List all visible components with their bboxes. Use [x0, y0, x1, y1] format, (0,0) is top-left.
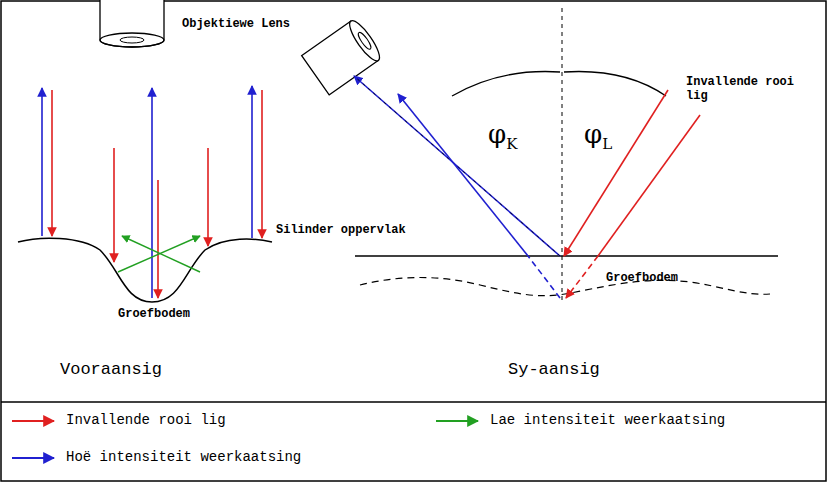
surface-label: Silinder oppervlak — [276, 224, 406, 238]
legend-swatch — [12, 457, 54, 459]
groove-label: Groefbodem — [118, 308, 190, 322]
view-title: Sy-aansig — [508, 360, 600, 380]
legend-swatch — [436, 420, 478, 422]
groove-label: Groefbodem — [606, 272, 678, 286]
lens-label: Objektiewe Lens — [182, 18, 290, 32]
legend-text: Hoë intensiteit weerkaatsing — [66, 449, 301, 465]
angle-label: φK — [488, 120, 517, 153]
legend-swatch — [12, 420, 54, 422]
angle-label: φL — [584, 120, 612, 153]
legend-text: Lae intensiteit weerkaatsing — [490, 412, 725, 428]
view-title: Vooraansig — [60, 360, 162, 380]
legend-text: Invallende rooi lig — [66, 412, 226, 428]
ray-label: Invallende rooi lig — [686, 76, 816, 104]
